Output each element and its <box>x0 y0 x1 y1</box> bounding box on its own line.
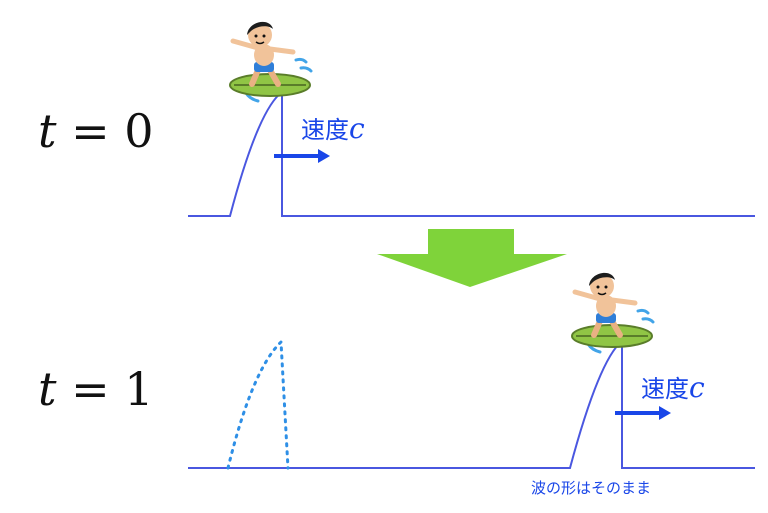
speed-indicator-t0: 速度c <box>274 112 365 163</box>
speed-indicator-t1: 速度c <box>615 371 705 420</box>
time-label-t0: t = 0 <box>38 104 154 158</box>
wave-t0 <box>188 89 755 217</box>
surfer-icon <box>229 21 313 103</box>
note-label: 波の形はそのまま <box>531 479 651 497</box>
speed-label-t0: 速度c <box>301 112 365 145</box>
down-arrow-icon <box>377 229 567 287</box>
time-label-t1: t = 1 <box>38 362 154 416</box>
previous-wave-shape <box>226 338 290 470</box>
surfer-icon <box>571 272 655 354</box>
speed-label-t1: 速度c <box>641 371 705 404</box>
wave-t1 <box>188 338 755 469</box>
